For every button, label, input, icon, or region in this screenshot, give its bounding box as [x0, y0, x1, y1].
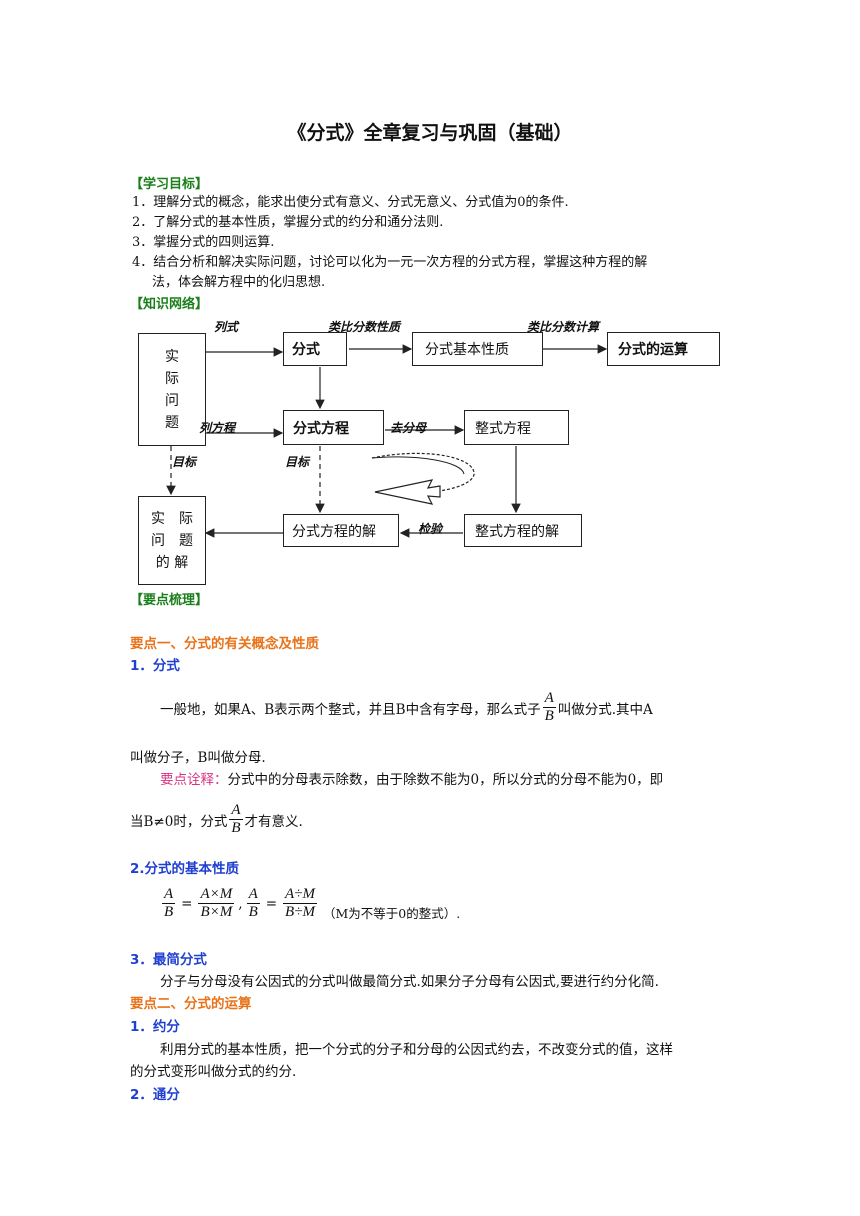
formula-div-fraction: A÷M B÷M — [283, 886, 317, 921]
goal-item-2: 2．了解分式的基本性质，掌握分式的约分和通分法则. — [132, 215, 444, 230]
formula-mul-fraction: A×M B×M — [198, 886, 235, 921]
diagram-arrows — [166, 344, 608, 538]
box-integral-equation: 整式方程 — [464, 410, 569, 445]
label-list-equation: 列方程 — [199, 421, 236, 435]
equals-sign: = — [181, 895, 193, 912]
box-real-solution-line: 实 际 — [151, 510, 193, 527]
box-real-solution-line: 的 解 — [155, 554, 189, 571]
comma: , — [238, 895, 243, 912]
page-title: 《分式》全章复习与巩固（基础） — [287, 122, 573, 144]
label-analogy-calc: 类比分数计算 — [527, 320, 600, 334]
fraction-numerator: A — [248, 886, 258, 902]
box-real-solution: 实 际 问 题 的 解 — [138, 496, 206, 585]
fraction-denominator: B — [229, 819, 243, 836]
note-paragraph-cont: 当B≠0时，分式 A B 才有意义. — [130, 802, 303, 837]
fraction-denominator: B×M — [198, 903, 235, 920]
fraction-numerator: A×M — [200, 886, 233, 902]
section-heading-point1: 要点一、分式的有关概念及性质 — [130, 636, 319, 652]
box-fraction-equation: 分式方程 — [283, 410, 384, 445]
paragraph-definition: 一般地，如果A、B表示两个整式，并且B中含有字母，那么式子 A B 叫做分式.其… — [160, 690, 653, 725]
box-fraction: 分式 — [283, 332, 347, 366]
box-basic-property: 分式基本性质 — [412, 332, 543, 366]
loop-arrow-icon — [371, 452, 475, 505]
box-real-problem-char: 际 — [165, 370, 179, 387]
fraction-denominator: B — [246, 903, 260, 920]
goal-item-1: 1．理解分式的概念，能求出使分式有意义、分式无意义、分式值为0的条件. — [132, 195, 569, 210]
network-header: 【知识网络】 — [130, 297, 209, 312]
paragraph-reduce: 利用分式的基本性质，把一个分式的分子和分母的公因式约去，不改变分式的值，这样 — [160, 1042, 673, 1058]
fraction-numerator: A — [231, 802, 241, 818]
formula-note: （M为不等于0的整式）. — [322, 906, 461, 921]
label-analogy-property: 类比分数性质 — [328, 320, 401, 334]
formula-lhs-fraction: A B — [162, 886, 176, 921]
equals-sign: = — [265, 895, 278, 912]
goal-item-3: 3．掌握分式的四则运算. — [132, 235, 275, 250]
basic-property-formula: A B = A×M B×M , A B = A÷M B÷M （M为不等于0的整式… — [160, 886, 460, 921]
definition-text: 一般地，如果A、B表示两个整式，并且B中含有字母，那么式子 — [160, 701, 541, 718]
goals-header: 【学习目标】 — [130, 177, 209, 192]
box-real-problem-char: 问 — [165, 392, 179, 409]
keypoints-header: 【要点梳理】 — [130, 593, 209, 608]
note-paragraph: 要点诠释：分式中的分母表示除数，由于除数不能为0，所以分式的分母不能为0，即 — [160, 768, 663, 788]
fraction-denominator: B — [542, 707, 556, 724]
paragraph-simplest-fraction: 分子与分母没有公因式的分式叫做最简分式.如果分子分母有公因式,要进行约分化简. — [160, 974, 659, 990]
subheading-common-denominator: 2．通分 — [130, 1087, 180, 1103]
label-goal-mid: 目标 — [285, 455, 310, 469]
fraction-numerator: A÷M — [285, 886, 315, 902]
section-heading-point2: 要点二、分式的运算 — [130, 996, 252, 1012]
goal-item-4: 4．结合分析和解决实际问题，讨论可以化为一元一次方程的分式方程，掌握这种方程的解 — [132, 255, 648, 270]
label-list-expr: 列式 — [214, 320, 239, 334]
fraction-numerator: A — [544, 690, 554, 706]
subheading-basic-property: 2.分式的基本性质 — [130, 861, 240, 877]
note-text: 分式中的分母表示除数，由于除数不能为0，所以分式的分母不能为0，即 — [227, 772, 664, 788]
fraction-denominator: B — [162, 903, 176, 920]
definition-text: 叫做分式.其中A — [557, 701, 653, 718]
paragraph-definition-cont: 叫做分子，B叫做分母. — [130, 750, 266, 766]
fraction-a-over-b: A B — [542, 690, 556, 725]
box-real-problem-char: 题 — [165, 414, 179, 431]
subheading-reduce: 1．约分 — [130, 1019, 180, 1035]
fraction-denominator: B÷M — [283, 903, 317, 920]
box-integral-equation-solution: 整式方程的解 — [464, 514, 582, 547]
note-text: 才有意义. — [244, 813, 303, 830]
label-check: 检验 — [418, 522, 443, 536]
paragraph-reduce-cont: 的分式变形叫做分式的约分. — [130, 1064, 297, 1080]
fraction-numerator: A — [164, 886, 174, 902]
box-fraction-equation-solution: 分式方程的解 — [283, 514, 399, 547]
box-operation: 分式的运算 — [607, 332, 720, 366]
formula-lhs-fraction: A B — [246, 886, 260, 921]
fraction-a-over-b: A B — [229, 802, 243, 837]
subheading-simplest-fraction: 3．最简分式 — [130, 952, 207, 968]
label-goal-left: 目标 — [172, 455, 197, 469]
box-real-problem-char: 实 — [165, 348, 179, 365]
note-label: 要点诠释： — [160, 772, 228, 788]
subheading-fraction: 1．分式 — [130, 658, 180, 674]
box-real-problem: 实 际 问 题 — [138, 333, 206, 446]
goal-item-4-cont: 法，体会解方程中的化归思想. — [152, 275, 326, 290]
note-text: 当B≠0时，分式 — [130, 813, 228, 830]
label-remove-denominator: 去分母 — [390, 421, 427, 435]
box-real-solution-line: 问 题 — [151, 532, 193, 549]
